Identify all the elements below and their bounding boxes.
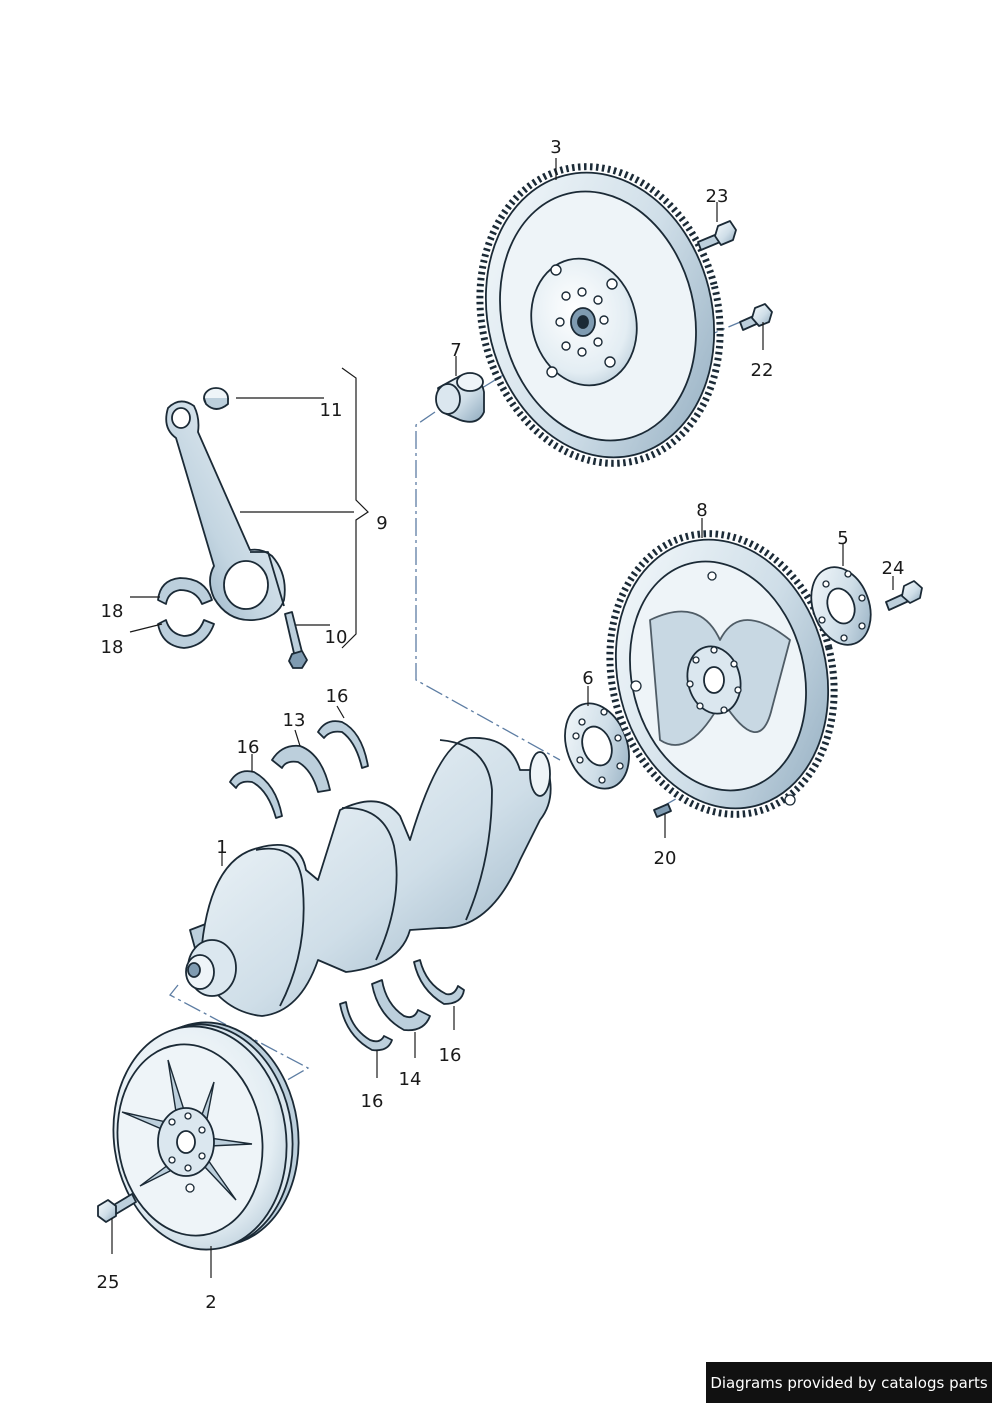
- callout-11: 11: [320, 400, 343, 421]
- main-bearing-shells-upper: [229, 720, 369, 819]
- callout-14: 14: [399, 1069, 422, 1090]
- callout-labels: 3 23 22 7 11 9 10 18 18 8 5 24 6 20 16 1…: [97, 137, 905, 1313]
- callout-7: 7: [450, 340, 461, 361]
- callout-16-left: 16: [237, 737, 260, 758]
- pulley-bolt-25: [97, 1193, 137, 1223]
- spacer-plate: [564, 702, 630, 790]
- main-bearing-shells-lower: [339, 959, 465, 1052]
- connecting-rod: [165, 400, 308, 669]
- callout-6: 6: [582, 668, 593, 689]
- callout-1: 1: [216, 837, 227, 858]
- flywheel-upper: [476, 163, 724, 467]
- callout-3: 3: [550, 137, 561, 158]
- callout-23: 23: [706, 186, 729, 207]
- callout-13: 13: [283, 710, 306, 731]
- dowel-pin-20: [653, 803, 672, 818]
- callout-16-right: 16: [439, 1045, 462, 1066]
- callout-16-top: 16: [326, 686, 349, 707]
- drive-plate: [606, 530, 838, 818]
- clamping-plate: [810, 566, 872, 646]
- callout-18-lower: 18: [101, 637, 124, 658]
- callout-2: 2: [205, 1292, 216, 1313]
- flywheel-bolt-22: [739, 303, 773, 331]
- leader-lines: [111, 158, 894, 1278]
- credit-banner: Diagrams provided by catalogs parts: [706, 1362, 992, 1403]
- callout-22: 22: [751, 360, 774, 381]
- credit-text: Diagrams provided by catalogs parts: [710, 1373, 988, 1392]
- flywheel-bolt-23: [697, 220, 737, 251]
- callout-24: 24: [882, 558, 905, 579]
- callout-25: 25: [97, 1272, 120, 1293]
- callout-16-bottom: 16: [361, 1091, 384, 1112]
- drive-plate-bolt-24: [885, 580, 923, 611]
- vibration-damper-pulley: [112, 1021, 300, 1251]
- small-end-bush: [203, 387, 229, 410]
- callout-18-upper: 18: [101, 601, 124, 622]
- crankshaft: [185, 737, 552, 1017]
- callout-5: 5: [837, 528, 848, 549]
- callout-8: 8: [696, 500, 707, 521]
- callout-10: 10: [325, 627, 348, 648]
- callout-20: 20: [654, 848, 677, 869]
- rod-bearing-shells: [157, 577, 215, 649]
- callout-9: 9: [376, 513, 387, 534]
- pilot-bearing: [435, 372, 485, 423]
